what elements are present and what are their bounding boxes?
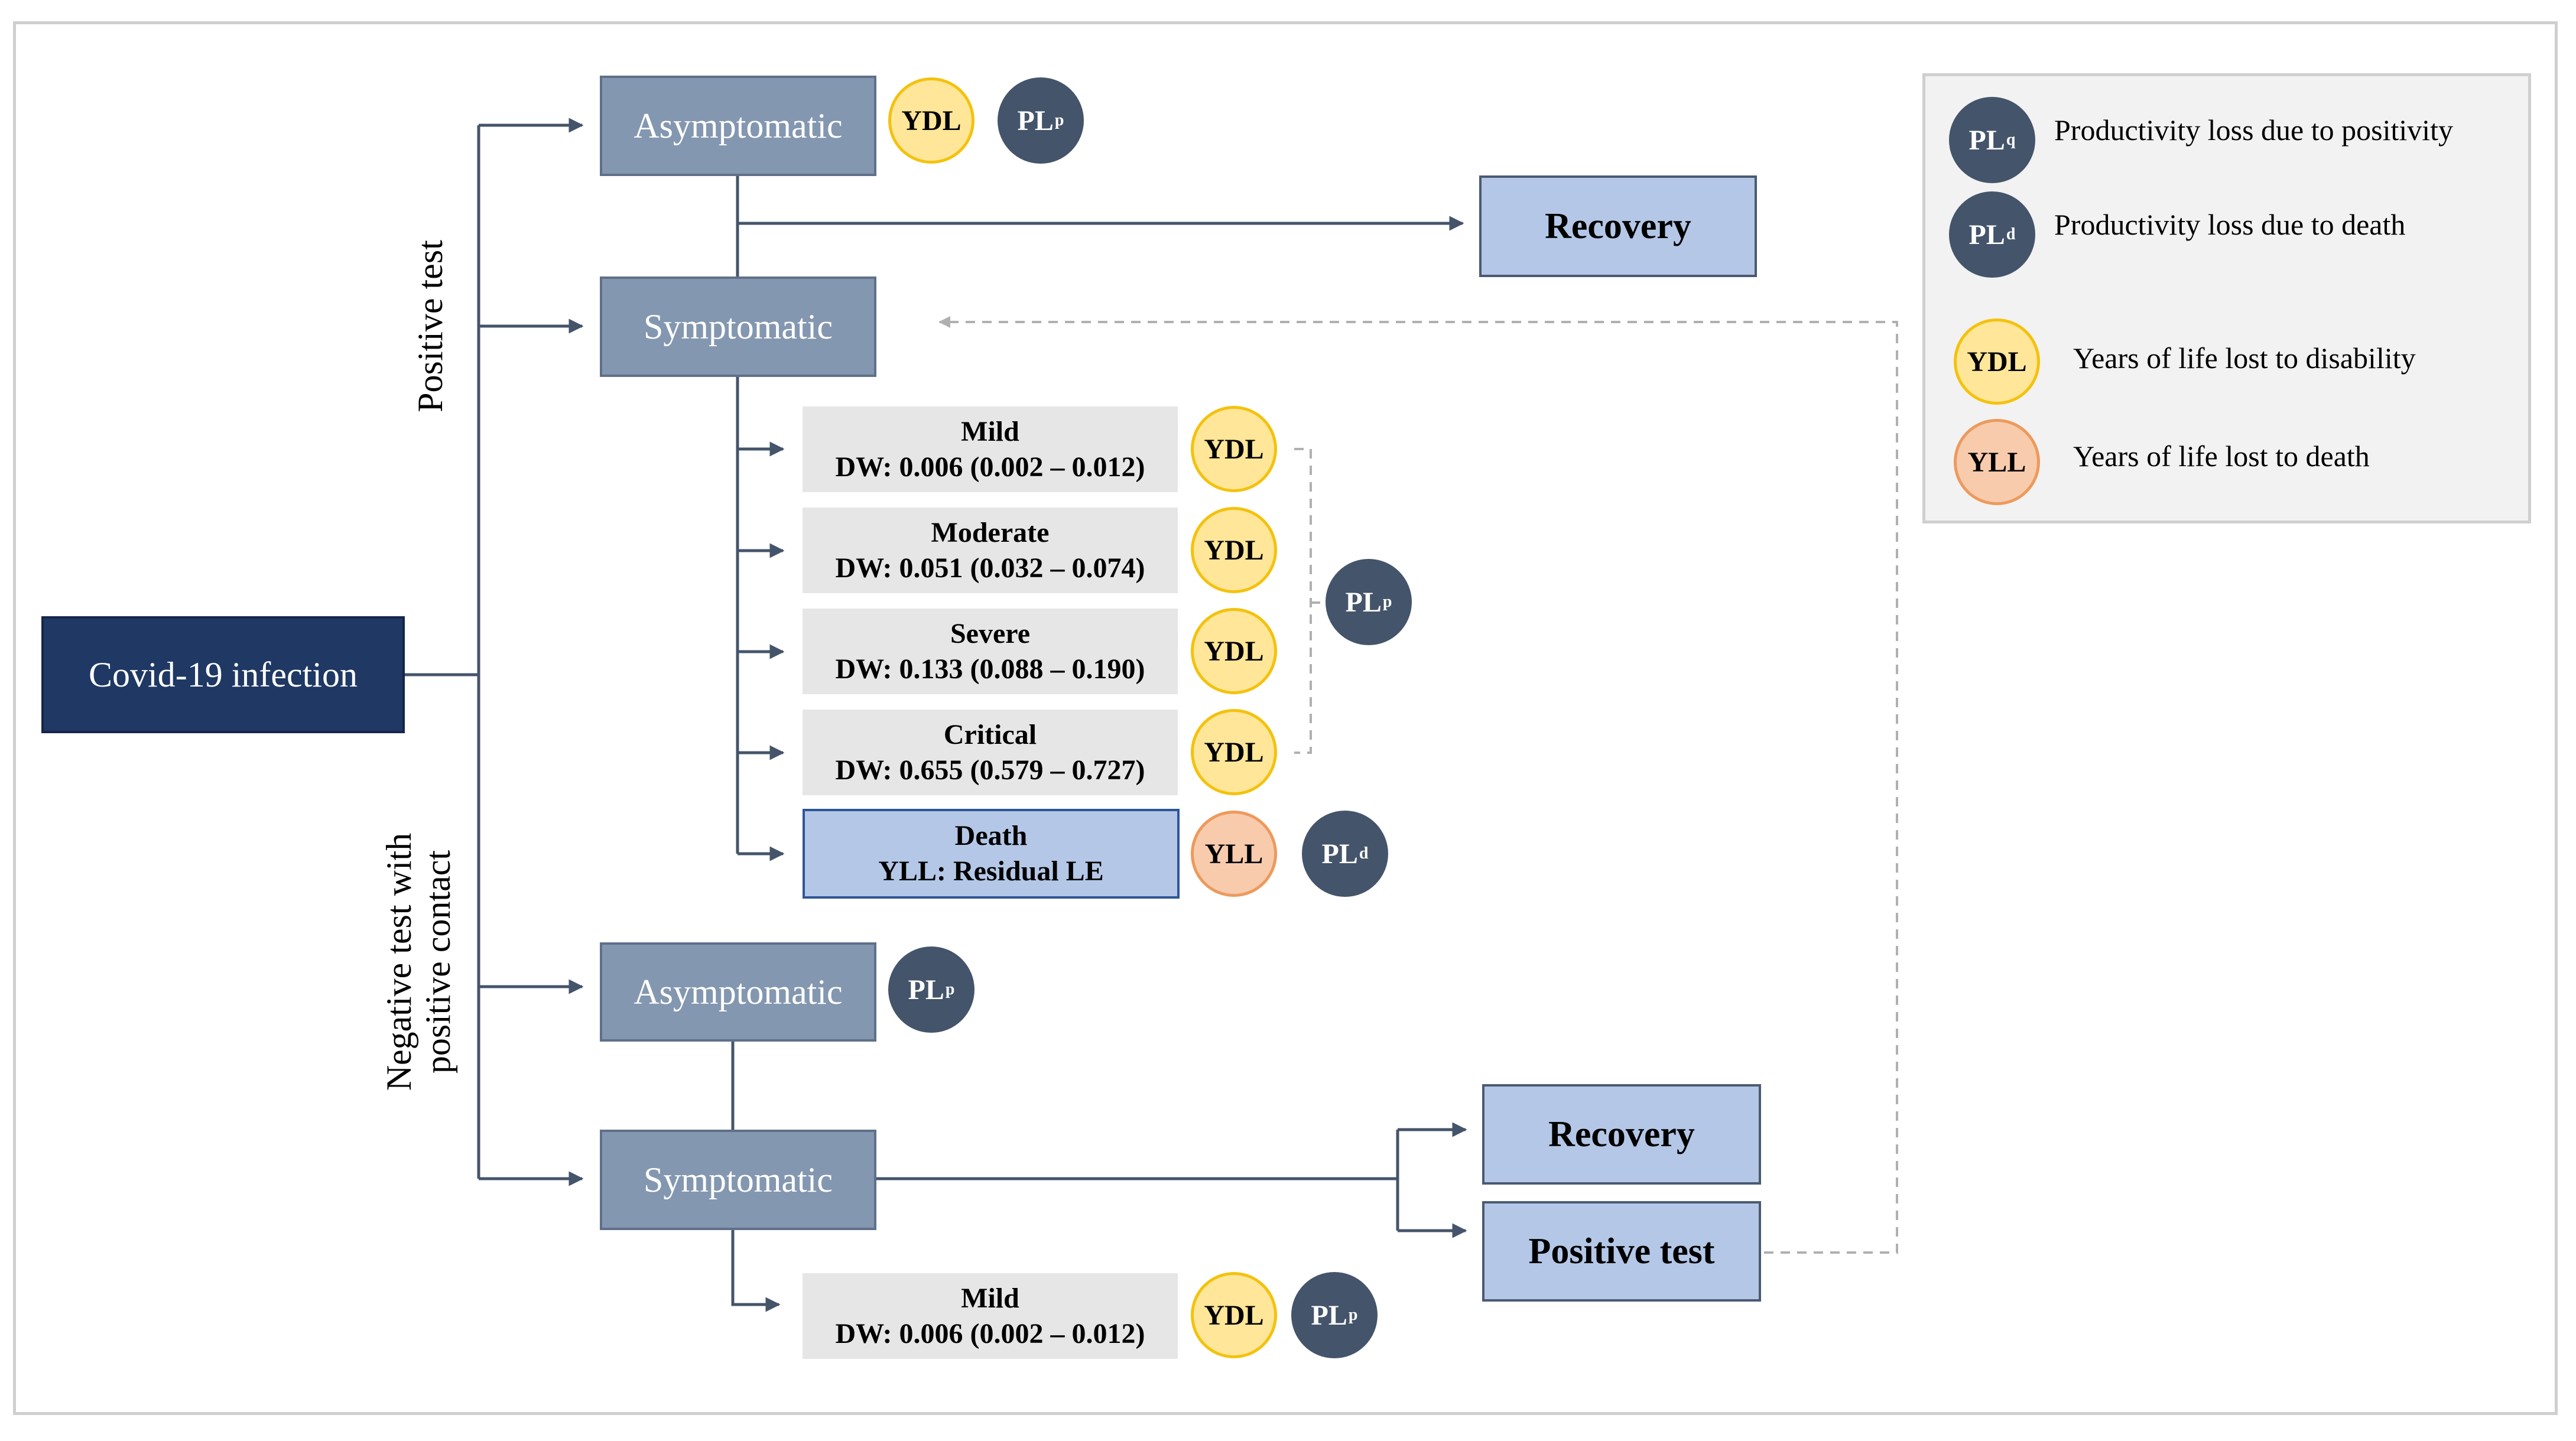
legend-ydl-text: Years of life lost to disability (2073, 341, 2416, 375)
moderate-ydl-badge: YDL (1191, 507, 1277, 593)
neg-sym-to-mild-line (731, 1228, 781, 1312)
figure-frame (13, 21, 2558, 1415)
negative-test-branch-label: Negative test with positive contact (379, 832, 457, 1091)
pos-asym-ydl-badge: YDL (888, 77, 974, 164)
recovery-box-bottom: Recovery (1482, 1084, 1761, 1185)
neg-symptomatic-box: Symptomatic (600, 1130, 876, 1230)
positive-test-branch-label: Positive test (411, 240, 450, 412)
covid-infection-box: Covid-19 infection (41, 616, 405, 733)
legend-plq-text: Productivity loss due to positivity (2054, 113, 2454, 147)
covid-infection-label: Covid-19 infection (89, 655, 358, 694)
critical-ydl-badge: YDL (1191, 709, 1277, 795)
neg-mild-box: Mild DW: 0.006 (0.002 – 0.012) (803, 1273, 1178, 1359)
severity-moderate-box: Moderate DW: 0.051 (0.032 – 0.074) (803, 508, 1178, 593)
legend-ydl-badge: YDL (1954, 318, 2040, 405)
positive-test-box: Positive test (1482, 1201, 1761, 1302)
neg-asymptomatic-box: Asymptomatic (600, 942, 876, 1042)
mild-ydl-badge: YDL (1191, 406, 1277, 492)
legend-yll-text: Years of life lost to death (2073, 440, 2370, 473)
severity-mild-box: Mild DW: 0.006 (0.002 – 0.012) (803, 406, 1178, 492)
death-yll-badge: YLL (1191, 811, 1277, 897)
severity-severe-box: Severe DW: 0.133 (0.088 – 0.190) (803, 609, 1178, 694)
pos-symptomatic-box: Symptomatic (600, 277, 876, 377)
legend-pld-text: Productivity loss due to death (2054, 208, 2406, 241)
pos-asymptomatic-box: Asymptomatic (600, 76, 876, 176)
recovery-box-top: Recovery (1479, 175, 1757, 277)
severity-critical-box: Critical DW: 0.655 (0.579 – 0.727) (803, 710, 1178, 795)
pl-bracket (1294, 448, 1328, 754)
feedback-loop (938, 316, 1898, 1254)
severe-ydl-badge: YDL (1191, 608, 1277, 694)
neg-mild-ydl-badge: YDL (1191, 1272, 1277, 1358)
legend-yll-badge: YLL (1954, 419, 2040, 505)
death-box: Death YLL: Residual LE (803, 809, 1180, 899)
